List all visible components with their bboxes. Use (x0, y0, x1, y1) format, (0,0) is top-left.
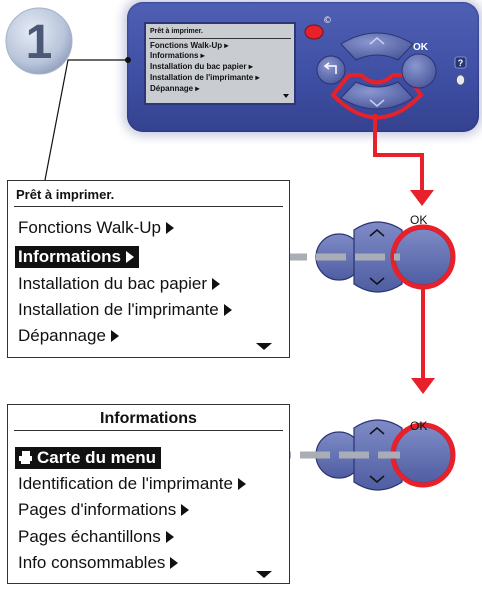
menu-item-label: Identification de l'imprimante (18, 474, 233, 493)
ok-button-highlight-1 (390, 224, 456, 290)
right-triangle-icon (212, 277, 221, 290)
menu-item-label: Pages d'informations (18, 500, 177, 519)
panel-lcd-scroll-arrow-icon (283, 94, 289, 98)
down-chevron-icon (369, 277, 385, 285)
arrow-head-2-icon (411, 378, 435, 394)
panel-lcd-item: Dépannage (150, 84, 194, 93)
panel-lcd-item: Fonctions Walk-Up (150, 41, 223, 50)
menu-item-label: Installation de l'imprimante (18, 300, 219, 319)
menu-item-supplies-info[interactable]: Info consommables (18, 552, 179, 574)
up-chevron-icon (369, 427, 385, 435)
menu-item-label: Fonctions Walk-Up (18, 218, 161, 237)
step-number-badge: 1 (5, 7, 73, 75)
menu-item-label: Info consommables (18, 553, 166, 572)
arrow-head-1-icon (410, 190, 434, 206)
screen-title: Prêt à imprimer. (14, 181, 283, 207)
down-button-highlight (330, 73, 424, 120)
menu-item-printer-setup[interactable]: Installation de l'imprimante (18, 299, 232, 321)
svg-text:©: © (323, 16, 332, 26)
flow-arrow-1 (373, 114, 424, 192)
up-chevron-icon (369, 229, 385, 237)
back-button[interactable] (316, 55, 346, 85)
printer-page-icon (18, 447, 33, 469)
menu-item-label: Pages échantillons (18, 527, 161, 546)
ok-label-1: OK (410, 213, 427, 227)
right-triangle-icon (165, 530, 174, 543)
panel-ok-label: OK (413, 42, 429, 53)
scroll-down-arrow-icon (256, 571, 272, 578)
menu-item-sample-pages[interactable]: Pages échantillons (18, 526, 174, 548)
panel-lcd-item: Informations (150, 51, 199, 60)
right-triangle-icon (223, 303, 232, 316)
cancel-button[interactable]: © (304, 16, 332, 40)
menu-item-label: Dépannage (18, 326, 106, 345)
scroll-down-arrow-icon (256, 343, 272, 350)
menu-item-info-pages[interactable]: Pages d'informations (18, 499, 190, 521)
panel-lcd-separator (149, 38, 291, 39)
screen-title: Informations (14, 405, 283, 431)
menu-item-label: Informations (18, 247, 121, 266)
menu-item-informations[interactable]: Informations (15, 246, 139, 268)
callout-line (44, 59, 128, 181)
right-triangle-icon (181, 503, 190, 516)
right-triangle-icon (237, 477, 246, 490)
lcd-screen-ready: Prêt à imprimer. Fonctions Walk-Up Infor… (7, 180, 290, 358)
right-triangle-icon (110, 329, 119, 342)
menu-item-printer-id[interactable]: Identification de l'imprimante (18, 473, 246, 495)
menu-item-paper-tray[interactable]: Installation du bac papier (18, 273, 221, 295)
right-triangle-icon (165, 221, 174, 234)
panel-lcd-title: Prêt à imprimer. (150, 28, 203, 35)
help-label: ? (458, 58, 464, 68)
menu-item-walkup[interactable]: Fonctions Walk-Up (18, 217, 174, 239)
panel-ok-button[interactable] (401, 53, 437, 89)
lcd-screen-informations: Informations Carte du menu Identificatio… (7, 404, 290, 584)
menu-item-label: Installation du bac papier (18, 274, 208, 293)
panel-lcd-item: Installation de l'imprimante (150, 73, 254, 82)
down-arrow-button[interactable] (340, 81, 414, 110)
up-arrow-button[interactable] (340, 32, 414, 61)
right-triangle-icon (170, 556, 179, 569)
menu-item-menu-map[interactable]: Carte du menu (15, 447, 162, 469)
menu-item-troubleshooting[interactable]: Dépannage (18, 325, 119, 347)
step-number: 1 (26, 16, 53, 69)
panel-lcd-display: Prêt à imprimer. Fonctions Walk-Up ▸ Inf… (144, 22, 296, 105)
ok-label-2: OK (410, 419, 427, 433)
right-triangle-icon (125, 250, 134, 263)
down-chevron-icon (369, 475, 385, 483)
panel-lcd-item: Installation du bac papier (150, 62, 247, 71)
help-button[interactable]: ? (454, 56, 467, 86)
menu-item-label: Carte du menu (37, 448, 157, 467)
